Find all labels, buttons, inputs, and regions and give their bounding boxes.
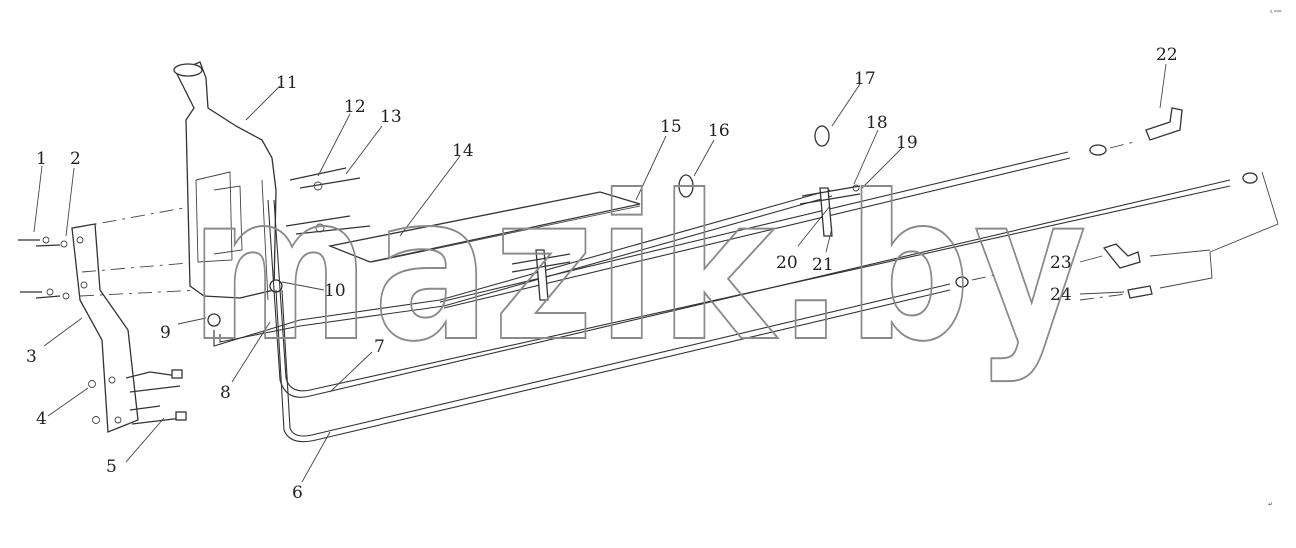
corner-mark: ₒ᷊ ₒₒₒ — [1270, 7, 1282, 14]
label-6: 6 — [292, 483, 303, 503]
label-22: 22 — [1156, 45, 1178, 65]
label-9: 9 — [160, 323, 171, 343]
part-labels: 1 2 3 4 5 6 7 8 9 10 11 12 13 14 15 16 1… — [26, 45, 1178, 503]
part-24 — [1079, 251, 1213, 301]
bolts-lower — [88, 369, 187, 425]
corner-arrow-icon: ↵ — [1268, 501, 1273, 508]
label-7: 7 — [374, 337, 385, 357]
tank-part — [173, 61, 283, 327]
elbow-23 — [1102, 243, 1211, 269]
rings — [678, 125, 830, 198]
label-14: 14 — [452, 141, 474, 161]
mount-lines — [73, 204, 201, 297]
bracket-part — [71, 223, 139, 433]
label-19: 19 — [896, 133, 918, 153]
label-5: 5 — [106, 457, 117, 477]
pipe-6 — [275, 273, 1001, 443]
label-21: 21 — [812, 255, 834, 275]
label-13: 13 — [380, 107, 402, 127]
label-15: 15 — [660, 117, 682, 137]
clamp-lower — [511, 249, 571, 301]
label-16: 16 — [708, 121, 730, 141]
label-2: 2 — [70, 149, 81, 169]
label-18: 18 — [866, 113, 888, 133]
label-17: 17 — [854, 69, 876, 89]
elbow-22 — [1145, 107, 1183, 141]
pipe-7 — [267, 171, 1279, 398]
label-4: 4 — [36, 409, 47, 429]
label-3: 3 — [26, 347, 37, 367]
clamp-upper — [799, 184, 861, 237]
shield-plate — [327, 191, 641, 263]
label-10: 10 — [324, 281, 346, 301]
label-1: 1 — [36, 149, 47, 169]
label-12: 12 — [344, 97, 366, 117]
label-24: 24 — [1050, 285, 1072, 305]
leader-lines — [33, 63, 1167, 483]
label-20: 20 — [776, 253, 798, 273]
label-8: 8 — [220, 383, 231, 403]
bolts-top — [285, 167, 371, 235]
label-11: 11 — [276, 73, 298, 93]
watermark: mazik.by — [190, 153, 1090, 386]
label-23: 23 — [1050, 253, 1072, 273]
bolts-left — [18, 236, 70, 300]
